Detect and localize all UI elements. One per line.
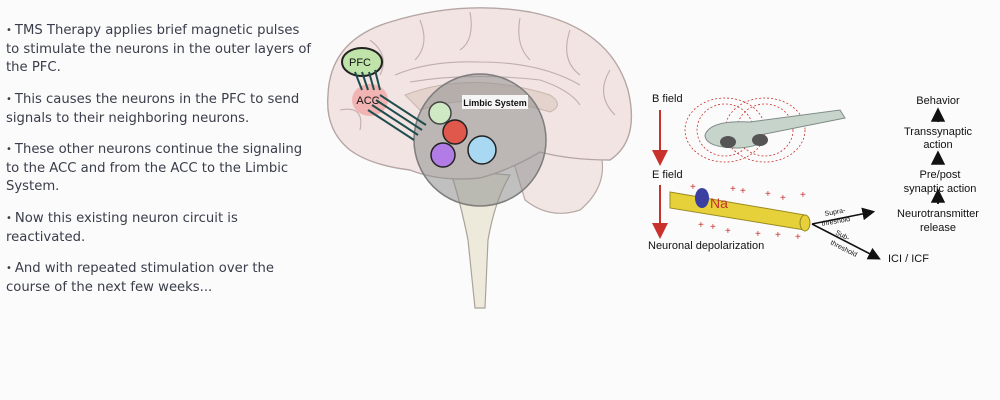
supra-threshold-label: threshold xyxy=(821,216,851,228)
e-field-label: E field xyxy=(652,169,683,181)
tms-mechanism-diagram: B field E field Na + + + + + + + + + + + + Neurona… xyxy=(648,93,979,265)
limbic-node-amygdala xyxy=(430,142,456,168)
svg-text:+: + xyxy=(755,229,761,240)
bullet-icon: • xyxy=(6,263,12,275)
svg-text:+: + xyxy=(725,226,731,237)
sodium-channel xyxy=(695,188,709,208)
bullet-item: •These other neurons continue the signal… xyxy=(6,141,316,197)
svg-text:+: + xyxy=(730,184,736,195)
pre-post-label: Pre/post xyxy=(920,169,961,181)
bullet-text: This causes the neurons in the PFC to se… xyxy=(6,91,300,126)
transsynaptic-action-label: action xyxy=(923,139,952,151)
bullet-text: Now this existing neuron circuit is reac… xyxy=(6,210,238,245)
limbic-system-label: Limbic System xyxy=(463,98,527,108)
svg-text:+: + xyxy=(698,220,704,231)
limbic-node-hippocampus xyxy=(467,135,497,165)
bullet-icon: • xyxy=(6,212,12,224)
bullet-text: And with repeated stimulation over the c… xyxy=(6,261,275,296)
sodium-label: Na xyxy=(710,195,728,211)
svg-text:+: + xyxy=(800,190,806,201)
behavior-label: Behavior xyxy=(916,95,960,107)
svg-text:+: + xyxy=(690,182,696,193)
ici-icf-label: ICI / ICF xyxy=(888,253,929,265)
svg-text:+: + xyxy=(765,189,771,200)
bullet-icon: • xyxy=(6,144,12,156)
bullet-item: •TMS Therapy applies brief magnetic puls… xyxy=(6,22,316,78)
supra-threshold-arrow xyxy=(811,207,876,225)
bullet-icon: • xyxy=(6,25,12,36)
positive-charges: + + + + + + + + + + + + xyxy=(690,182,806,243)
neurotransmitter-label: Neurotransmitter xyxy=(897,208,979,220)
pfc-label: PFC xyxy=(349,57,371,69)
bullet-list: •TMS Therapy applies brief magnetic puls… xyxy=(6,22,316,310)
svg-text:+: + xyxy=(780,193,786,204)
sub-threshold-arrow xyxy=(811,223,881,260)
transsynaptic-label: Transsynaptic xyxy=(904,126,973,138)
bullet-item: •Now this existing neuron circuit is rea… xyxy=(6,210,316,247)
b-field-label: B field xyxy=(652,93,683,105)
gyri-lines xyxy=(339,11,616,131)
bullet-item: •This causes the neurons in the PFC to s… xyxy=(6,91,316,128)
bullet-item: •And with repeated stimulation over the … xyxy=(6,260,316,297)
svg-text:+: + xyxy=(710,222,716,233)
neuronal-depolarization-label: Neuronal depolarization xyxy=(648,240,764,252)
synaptic-action-label: synaptic action xyxy=(904,183,977,195)
svg-text:+: + xyxy=(740,186,746,197)
supra-label: Supra- xyxy=(824,207,847,218)
pfc-region xyxy=(341,47,383,77)
svg-text:+: + xyxy=(795,232,801,243)
limbic-node-hypothalamus xyxy=(442,119,468,145)
coil-wing-left xyxy=(720,136,736,148)
svg-text:+: + xyxy=(775,230,781,241)
signal-arrows xyxy=(354,69,427,141)
sub-threshold-label: threshold xyxy=(829,240,858,259)
acc-region xyxy=(352,84,388,116)
bullet-text: These other neurons continue the signali… xyxy=(6,142,303,195)
bullet-icon: • xyxy=(6,93,12,105)
axon-end xyxy=(799,214,811,232)
limbic-node-cingulate xyxy=(428,101,452,125)
release-label: release xyxy=(920,222,956,234)
brain-diagram: Limbic System PFC ACC xyxy=(326,7,633,309)
limbic-label-box xyxy=(462,95,528,109)
coil-wing-right xyxy=(752,134,768,146)
acc-label: ACC xyxy=(356,95,379,107)
bullet-text: TMS Therapy applies brief magnetic pulse… xyxy=(6,23,312,76)
